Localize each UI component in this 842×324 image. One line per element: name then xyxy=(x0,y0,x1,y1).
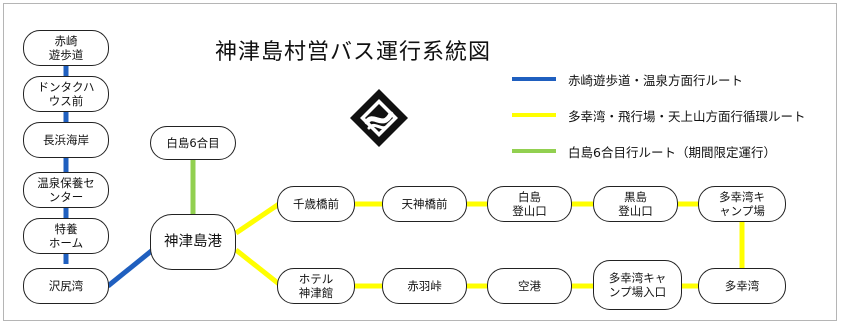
stop-kozushima-port: 神津島港 xyxy=(150,214,236,270)
stop-kuroshima-trailhead: 黒島 登山口 xyxy=(593,186,678,222)
legend-label: 多幸湾・飛行場・天上山方面行循環ルート xyxy=(568,108,806,124)
stop-takou-bay: 多幸湾 xyxy=(698,268,786,304)
stop-hotel-kozukan: ホテル 神津館 xyxy=(277,268,355,304)
legend-swatch-blue xyxy=(512,77,556,81)
stop-akasaki-trail: 赤崎 遊歩道 xyxy=(23,30,109,66)
stop-tokuyou-home: 特養 ホーム xyxy=(23,218,109,254)
yellow-route-segment xyxy=(234,248,281,286)
stop-shirashima-trailhead: 白島 登山口 xyxy=(487,186,572,222)
stop-sawajiri-bay: 沢尻湾 xyxy=(23,268,109,304)
legend-item-green: 白島6合目行ルート（期間限定運行） xyxy=(512,144,776,160)
legend-item-blue: 赤崎遊歩道・温泉方面行ルート xyxy=(512,72,744,88)
legend-label: 赤崎遊歩道・温泉方面行ルート xyxy=(568,72,744,88)
diagram-title: 神津島村営バス運行系統図 xyxy=(215,40,492,65)
stop-akabane-pass: 赤羽峠 xyxy=(382,268,467,304)
legend-swatch-yellow xyxy=(512,113,556,117)
stop-takou-bay-campsite: 多幸湾キ ャンプ場 xyxy=(698,186,786,222)
yellow-route-segment xyxy=(234,201,281,236)
stop-takou-bay-campsite-entrance: 多幸湾キャ ンプ場入口 xyxy=(593,260,682,310)
stop-onsen-center: 温泉保養セ ンター xyxy=(23,172,109,208)
legend-label: 白島6合目行ルート（期間限定運行） xyxy=(568,144,776,160)
stop-shirashima-6th-station: 白島6合目 xyxy=(150,126,236,160)
legend-item-yellow: 多幸湾・飛行場・天上山方面行循環ルート xyxy=(512,108,806,124)
stop-dontaku-house: ドンタクハ ウス前 xyxy=(23,76,109,112)
stop-nagahama-beach: 長浜海岸 xyxy=(23,122,109,158)
stop-tenjinbashi: 天神橋前 xyxy=(382,186,467,222)
village-emblem-icon xyxy=(350,89,408,147)
stop-chitosebashi: 千歳橋前 xyxy=(277,186,355,222)
stop-airport: 空港 xyxy=(487,268,572,304)
legend-swatch-green xyxy=(512,149,556,153)
